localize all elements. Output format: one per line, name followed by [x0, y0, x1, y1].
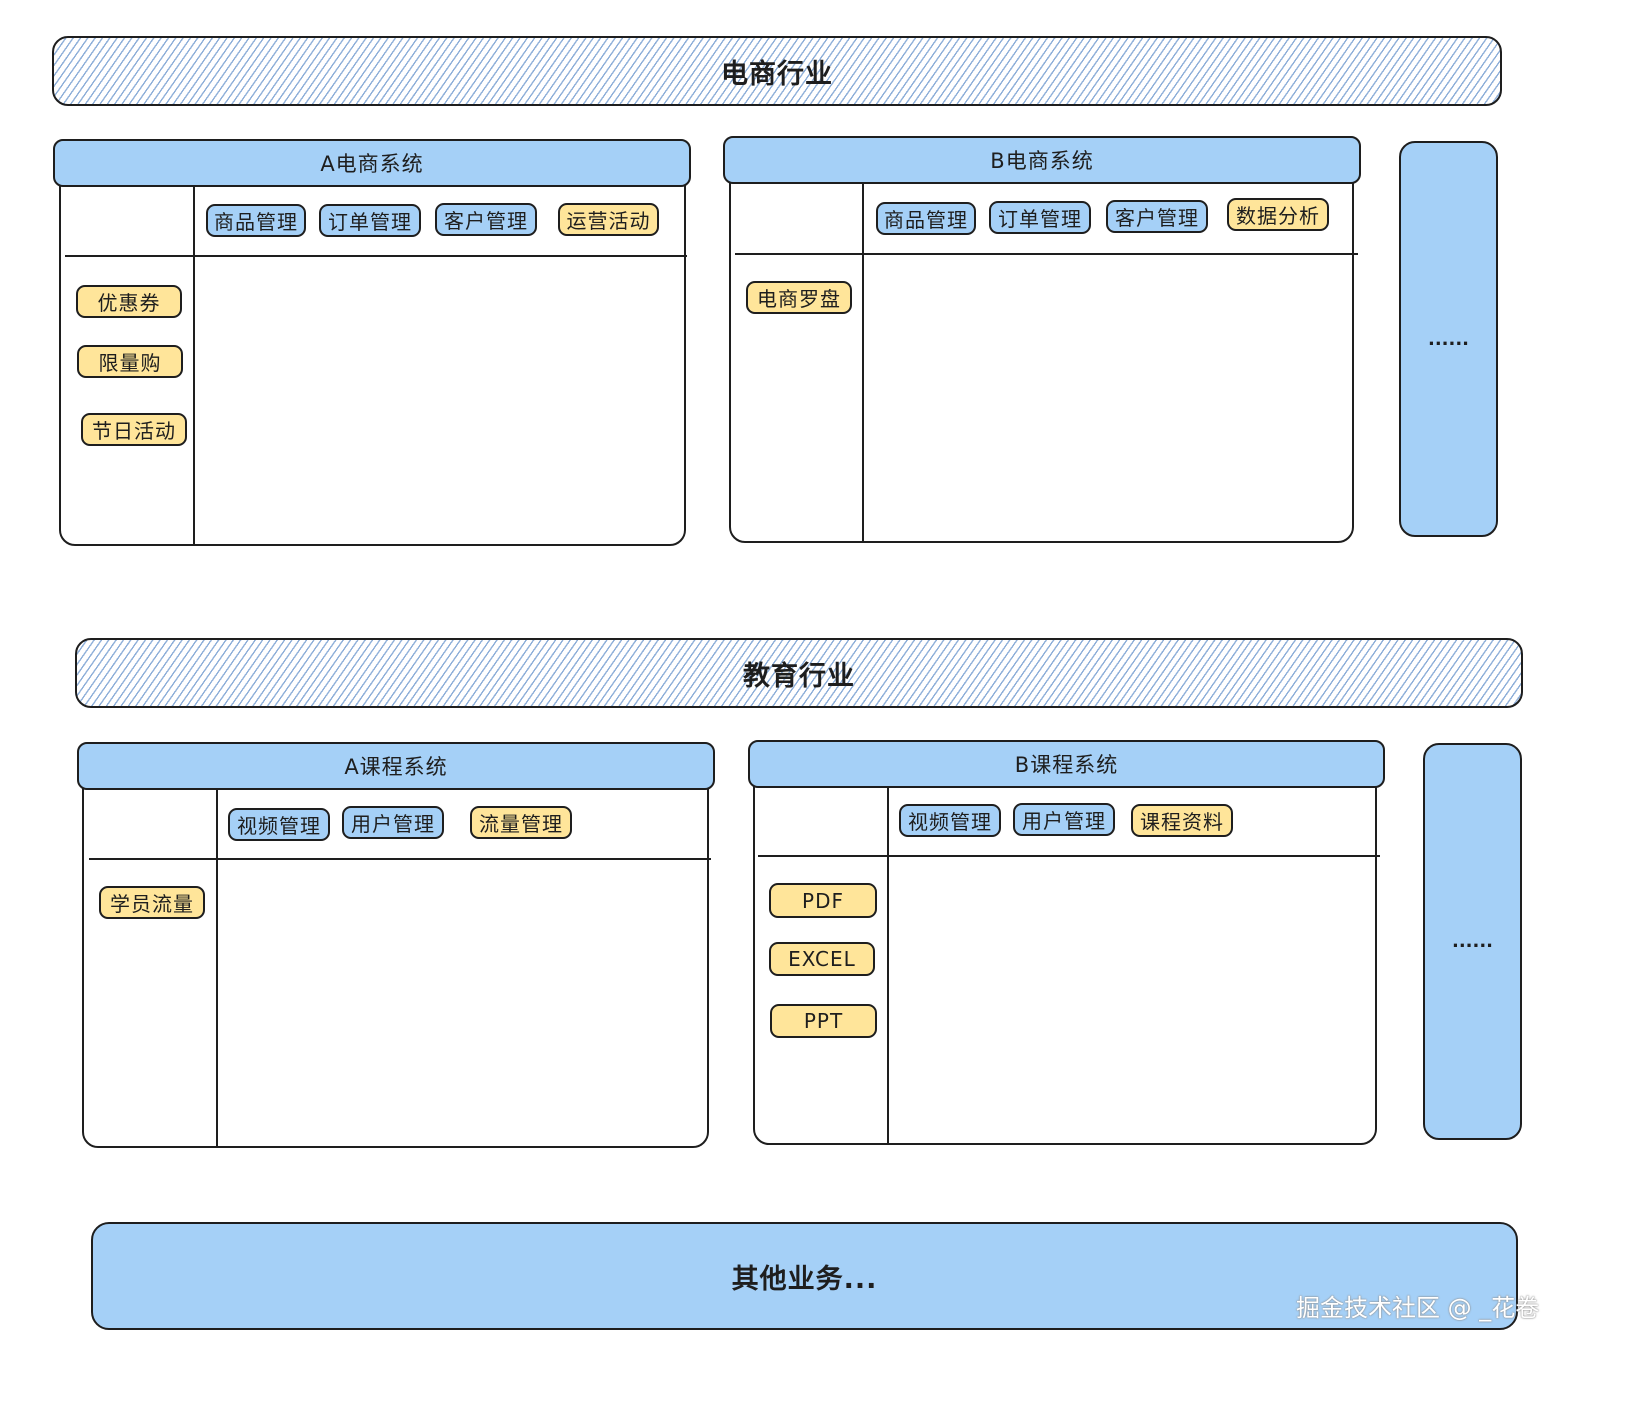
tag-order-management: 订单管理: [989, 201, 1091, 234]
education-industry-banner: 教育行业: [75, 638, 1523, 708]
tag-course-materials: 课程资料: [1131, 804, 1233, 837]
watermark-text: 掘金技术社区 @ _花卷: [1296, 1294, 1540, 1322]
divider: [735, 253, 1358, 255]
ecommerce-system-a-header: A电商系统: [53, 139, 691, 187]
ecommerce-more-ellipsis: ......: [1427, 328, 1470, 350]
education-system-a-header: A课程系统: [77, 742, 715, 790]
ecommerce-system-b-header: B电商系统: [723, 136, 1361, 184]
tag-order-management: 订单管理: [319, 204, 421, 237]
tag-pdf: PDF: [769, 883, 877, 918]
tag-video-management: 视频管理: [899, 804, 1001, 837]
education-system-a-title: A课程系统: [344, 755, 448, 779]
tag-operation-activity: 运营活动: [558, 203, 659, 236]
tag-coupon: 优惠券: [76, 285, 182, 318]
tag-video-management: 视频管理: [228, 808, 330, 841]
other-business-title: 其他业务...: [731, 1263, 878, 1295]
education-system-b-title: B课程系统: [1014, 753, 1119, 777]
ecommerce-industry-banner: 电商行业: [52, 36, 1502, 106]
divider: [89, 858, 711, 860]
education-system-b-header: B课程系统: [748, 740, 1385, 788]
education-more-ellipsis: ......: [1451, 931, 1494, 952]
tag-customer-management: 客户管理: [435, 203, 537, 236]
tag-limited-purchase: 限量购: [77, 345, 183, 378]
divider: [65, 255, 687, 257]
tag-ecommerce-compass: 电商罗盘: [746, 281, 852, 314]
ecommerce-more-box: ......: [1399, 141, 1498, 537]
divider: [758, 855, 1380, 857]
tag-excel: EXCEL: [769, 942, 875, 976]
ecommerce-system-b-title: B电商系统: [990, 149, 1094, 173]
divider: [887, 788, 889, 1144]
ecommerce-industry-title: 电商行业: [721, 58, 833, 90]
tag-ppt: PPT: [770, 1004, 877, 1038]
tag-product-management: 商品管理: [876, 202, 976, 235]
education-more-box: ......: [1423, 743, 1522, 1140]
divider: [862, 184, 864, 541]
tag-customer-management: 客户管理: [1106, 200, 1208, 233]
divider: [216, 790, 218, 1146]
education-system-a: [82, 744, 709, 1148]
tag-data-analysis: 数据分析: [1227, 198, 1329, 231]
tag-user-management: 用户管理: [1013, 803, 1115, 836]
other-business-box: 其他业务...: [91, 1222, 1518, 1330]
ecommerce-system-a: [59, 140, 686, 546]
tag-traffic-management: 流量管理: [470, 806, 572, 839]
tag-product-management: 商品管理: [206, 204, 306, 237]
divider: [193, 187, 195, 544]
education-industry-title: 教育行业: [743, 660, 855, 692]
tag-holiday-activity: 节日活动: [81, 413, 187, 446]
tag-user-management: 用户管理: [342, 806, 444, 839]
tag-student-traffic: 学员流量: [99, 886, 205, 919]
ecommerce-system-a-title: A电商系统: [320, 152, 424, 176]
